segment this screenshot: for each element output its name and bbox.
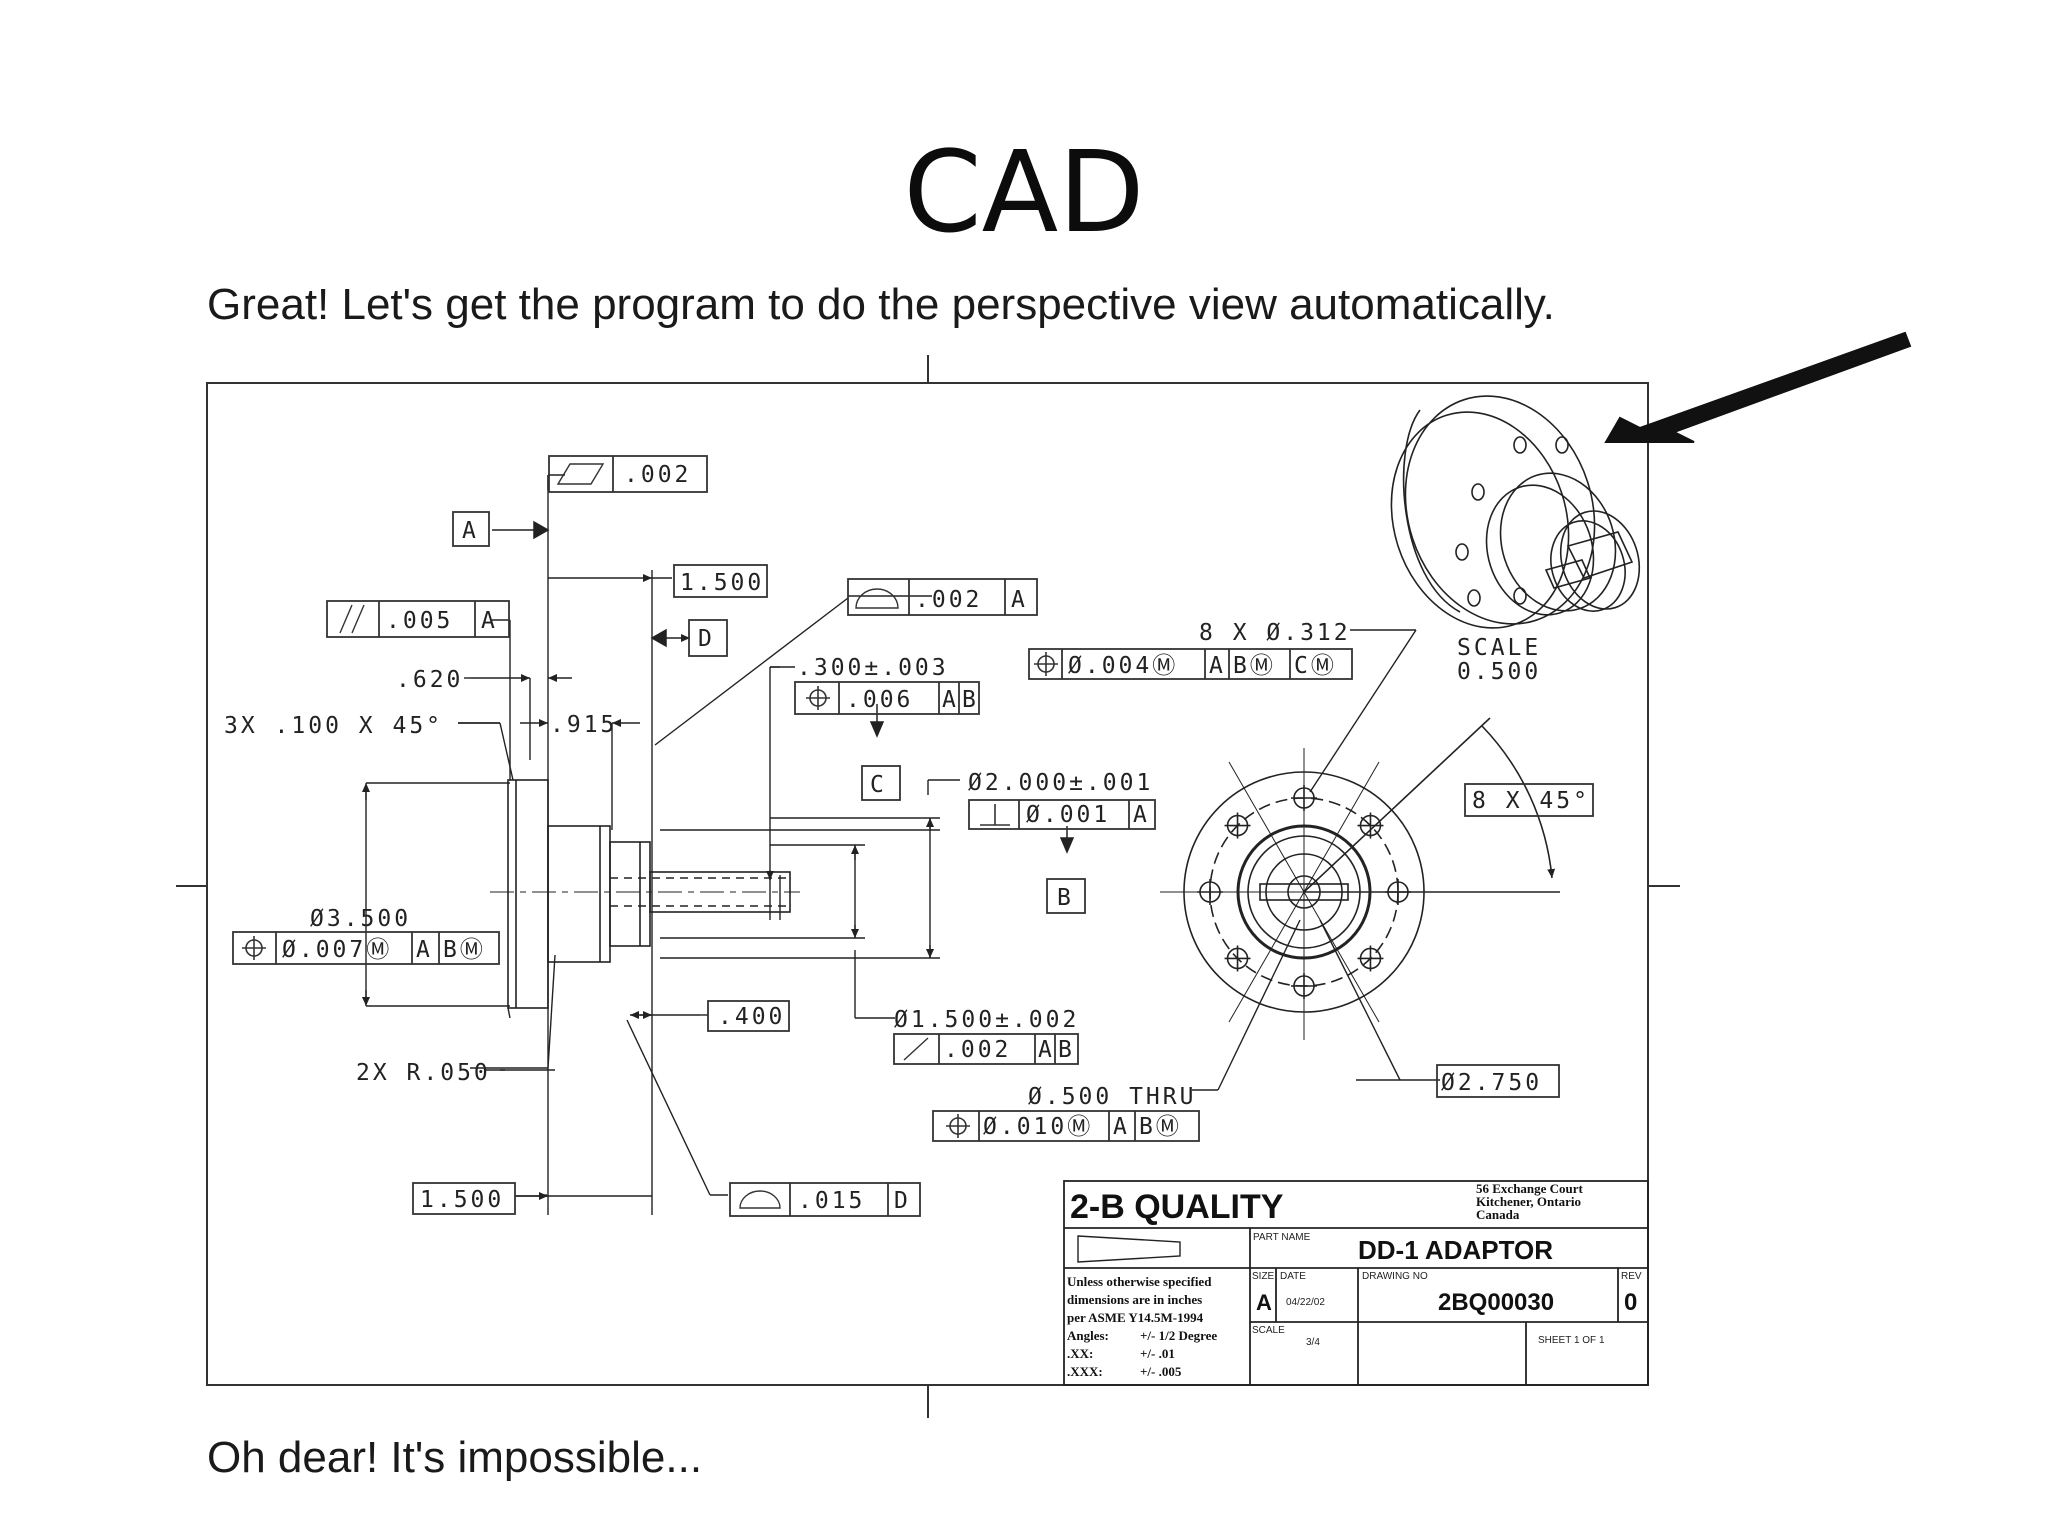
tol-angles-label: Angles: <box>1067 1328 1109 1343</box>
rev-value: 0 <box>1624 1289 1637 1316</box>
runout-ref-b: B <box>1058 1037 1075 1063</box>
dim-300: .300±.003 <box>797 655 949 681</box>
runout-ref-a: A <box>1038 1037 1055 1063</box>
thru-ref-b: BⓂ <box>1139 1114 1182 1140</box>
drawing-no: 2BQ00030 <box>1438 1289 1554 1316</box>
tol-xx-label: .XX: <box>1067 1346 1093 1361</box>
note-line-2: dimensions are in inches <box>1067 1292 1202 1307</box>
tol-xxx-value: +/- .005 <box>1140 1364 1182 1379</box>
datum-d-label: D <box>698 626 715 652</box>
intro-caption: Great! Let's get the program to do the p… <box>207 280 1555 329</box>
fillet-note: 2X R.050 <box>356 1060 491 1086</box>
dim-400: .400 <box>718 1004 785 1030</box>
datum-b-label: B <box>1057 885 1074 911</box>
pos-3500-ref-a: A <box>416 937 433 963</box>
perp-tol: Ø.001 <box>1026 802 1110 828</box>
runout-tol: .002 <box>944 1037 1011 1063</box>
sheet-number: SHEET 1 OF 1 <box>1538 1335 1605 1346</box>
leader-lines <box>458 474 1440 1091</box>
size-value: A <box>1256 1290 1272 1315</box>
profile-tol-top: .002 <box>915 587 982 613</box>
tol-xxx-label: .XXX: <box>1067 1364 1103 1379</box>
pos-tol-3500: Ø.007Ⓜ <box>282 937 392 963</box>
chamfer-note: 3X .100 X 45° <box>224 713 443 739</box>
front-view <box>1160 717 1560 1040</box>
flatness-tol: .002 <box>624 462 691 488</box>
pos-tol-holes: Ø.004Ⓜ <box>1068 653 1178 679</box>
datum-c-label: C <box>870 772 887 798</box>
side-view <box>490 779 800 1009</box>
holes-ref-b: BⓂ <box>1233 653 1276 679</box>
holes-ref-a: A <box>1209 653 1226 679</box>
company-name: 2-B QUALITY <box>1070 1188 1284 1226</box>
parallel-tol: .005 <box>386 608 453 634</box>
pos-3500-ref-b: BⓂ <box>443 937 486 963</box>
fcf-position-symbols <box>242 652 1058 1138</box>
feature-frames <box>232 455 1594 1217</box>
dim-1500-dia: Ø1.500±.002 <box>894 1007 1079 1033</box>
dim-620: .620 <box>396 667 463 693</box>
isometric-view <box>1390 395 1641 629</box>
drawing-no-label: DRAWING NO <box>1362 1271 1428 1282</box>
tol-angles-value: +/- 1/2 Degree <box>1140 1328 1217 1343</box>
tol-xx-value: +/- .01 <box>1140 1346 1175 1361</box>
scale-label-tb: SCALE <box>1252 1325 1285 1336</box>
note-line-1: Unless otherwise specified <box>1067 1274 1212 1289</box>
angle-8x45: 8 X 45° <box>1472 788 1590 814</box>
holes-ref-c: CⓂ <box>1294 653 1337 679</box>
parallel-ref: A <box>481 608 498 634</box>
pos-c-ref-a: A <box>942 687 959 713</box>
address-line-1: 56 Exchange Court <box>1476 1181 1584 1196</box>
profile-tol-bottom: .015 <box>798 1188 865 1214</box>
datum-flags <box>533 520 1075 854</box>
pos-tol-c: .006 <box>846 687 913 713</box>
bolt-holes <box>1197 785 1411 999</box>
perp-ref: A <box>1133 802 1150 828</box>
dimension-lines <box>362 475 960 1215</box>
address-line-3: Canada <box>1476 1207 1520 1222</box>
rev-label: REV <box>1621 1271 1642 1282</box>
part-name-label: PART NAME <box>1253 1232 1311 1243</box>
thru-hole: Ø.500 THRU <box>1028 1084 1196 1110</box>
outro-caption: Oh dear! It's impossible... <box>207 1433 703 1482</box>
datum-a-label: A <box>462 518 479 544</box>
drawing-sheet-border <box>176 355 1680 1418</box>
slide-title: CAD <box>903 128 1145 258</box>
address-line-2: Kitchener, Ontario <box>1476 1194 1581 1209</box>
title-block <box>1063 1180 1649 1386</box>
date-label: DATE <box>1280 1271 1306 1282</box>
pos-tol-thru: Ø.010Ⓜ <box>983 1114 1093 1140</box>
dim-3500: Ø3.500 <box>310 906 411 932</box>
holes-8x: 8 X Ø.312 <box>1199 620 1351 646</box>
scale-value-tb: 3/4 <box>1306 1337 1320 1348</box>
size-label: SIZE <box>1252 1271 1275 1282</box>
date-value: 04/22/02 <box>1286 1297 1325 1308</box>
profile-ref-top: A <box>1011 587 1028 613</box>
profile-ref-bottom: D <box>894 1188 911 1214</box>
dim-1500-bottom: 1.500 <box>420 1187 504 1213</box>
dim-915: .915 <box>550 712 617 738</box>
part-name: DD-1 ADAPTOR <box>1358 1235 1553 1265</box>
thru-ref-a: A <box>1113 1114 1130 1140</box>
dim-2000: Ø2.000±.001 <box>968 770 1153 796</box>
dim-1500-top: 1.500 <box>680 570 764 596</box>
perpendicularity-icon <box>980 804 1010 826</box>
scale-value: 0.500 <box>1457 659 1541 685</box>
scale-label: SCALE <box>1457 635 1541 661</box>
arrow-icon <box>1604 331 1912 443</box>
pos-c-ref-b: B <box>962 687 979 713</box>
note-line-3: per ASME Y14.5M-1994 <box>1067 1310 1204 1325</box>
dim-2750: Ø2.750 <box>1441 1070 1542 1096</box>
